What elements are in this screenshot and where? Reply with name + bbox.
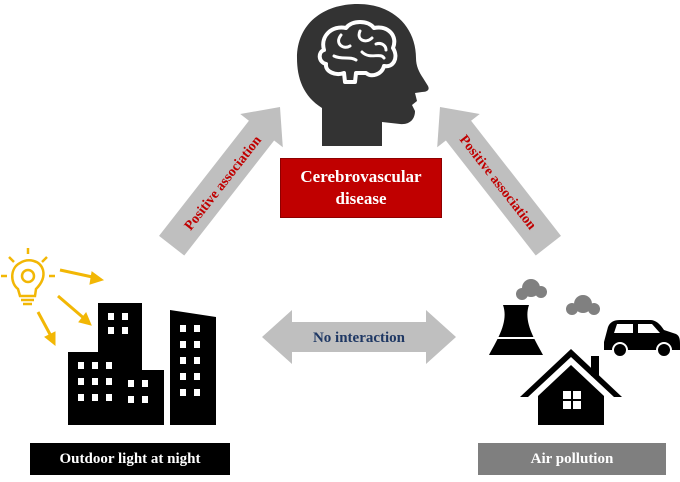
factory-stripe: [496, 337, 538, 339]
city-buildings-icon: [68, 303, 216, 425]
left-arrow-label: Positive association: [182, 133, 265, 233]
no-interaction-arrow: No interaction: [262, 310, 456, 364]
center-line1: Cerebrovascular: [300, 167, 422, 186]
factory-cooling-tower-icon: [489, 305, 543, 355]
head-brain-icon: [297, 4, 429, 146]
light-bulb-icon: [1, 248, 55, 306]
left-association-arrow: Positive association: [159, 107, 283, 256]
air-pollution-label: Air pollution: [478, 443, 666, 475]
middle-arrow-label: No interaction: [313, 330, 406, 346]
right-arrow-label: Positive association: [456, 133, 539, 233]
smoke-clouds-icon: [516, 279, 600, 315]
building-windows: [78, 313, 200, 403]
center-line2: disease: [335, 189, 387, 208]
cerebrovascular-disease-box: Cerebrovascular disease: [280, 158, 442, 218]
house-icon: [520, 349, 622, 425]
outdoor-light-label: Outdoor light at night: [30, 443, 230, 475]
car-icon: [604, 320, 680, 358]
light-rays: [36, 268, 105, 347]
